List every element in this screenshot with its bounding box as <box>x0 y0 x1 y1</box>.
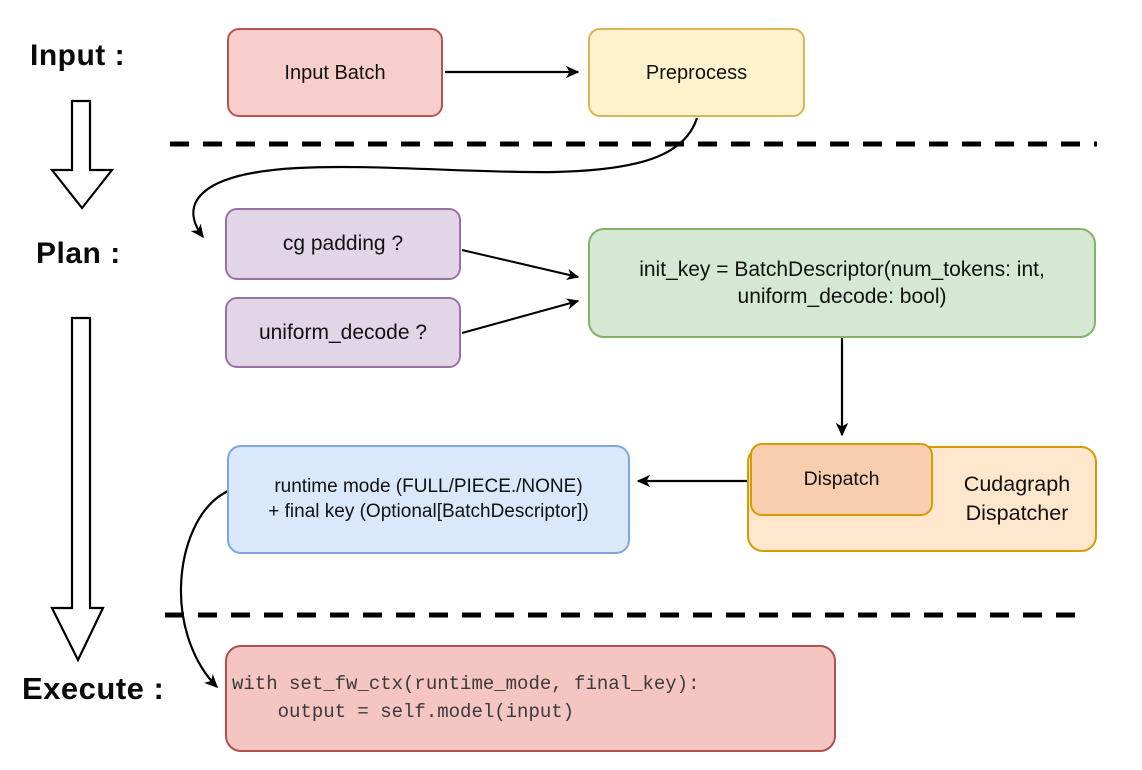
stage-label-execute: Execute : <box>22 671 165 706</box>
node-execute-code-line1: with set_fw_ctx(runtime_mode, final_key)… <box>232 672 700 695</box>
node-input-batch: Input Batch <box>227 28 443 117</box>
node-cg-padding: cg padding ? <box>225 208 461 280</box>
node-preprocess-label: Preprocess <box>645 61 748 84</box>
node-dispatch-label: Dispatch <box>803 467 880 490</box>
node-uniform-decode: uniform_decode ? <box>225 297 461 368</box>
node-cudagraph-dispatcher-label: Cudagraph Dispatcher <box>963 471 1071 525</box>
node-runtime-mode: runtime mode (FULL/PIECE./NONE) + final … <box>227 445 630 554</box>
stage-arrow-input-to-plan <box>49 99 115 210</box>
node-runtime-mode-line2: + final key (Optional[BatchDescriptor]) <box>268 500 589 522</box>
arrow-cgpadding-to-initkey <box>461 249 580 280</box>
node-runtime-mode-line1: runtime mode (FULL/PIECE./NONE) <box>274 475 583 497</box>
arrow-runtimemode-to-executecode <box>179 490 229 688</box>
node-execute-code-line2: output = self.model(input) <box>232 700 575 723</box>
node-init-key: init_key = BatchDescriptor(num_tokens: i… <box>588 228 1096 338</box>
node-init-key-line1: init_key = BatchDescriptor(num_tokens: i… <box>639 257 1045 281</box>
node-init-key-line2: uniform_decode: bool) <box>737 285 947 308</box>
node-cg-padding-label: cg padding ? <box>282 232 404 256</box>
node-uniform-decode-label: uniform_decode ? <box>258 320 428 344</box>
arrow-uniformdecode-to-initkey <box>461 298 580 334</box>
node-input-batch-label: Input Batch <box>284 61 386 84</box>
stage-label-input: Input : <box>30 39 126 72</box>
node-dispatch: Dispatch <box>750 443 933 516</box>
node-preprocess: Preprocess <box>588 28 805 117</box>
stage-label-plan: Plan : <box>36 237 121 270</box>
stage-arrow-plan-to-execute <box>50 316 105 663</box>
node-execute-code: with set_fw_ctx(runtime_mode, final_key)… <box>225 645 836 752</box>
